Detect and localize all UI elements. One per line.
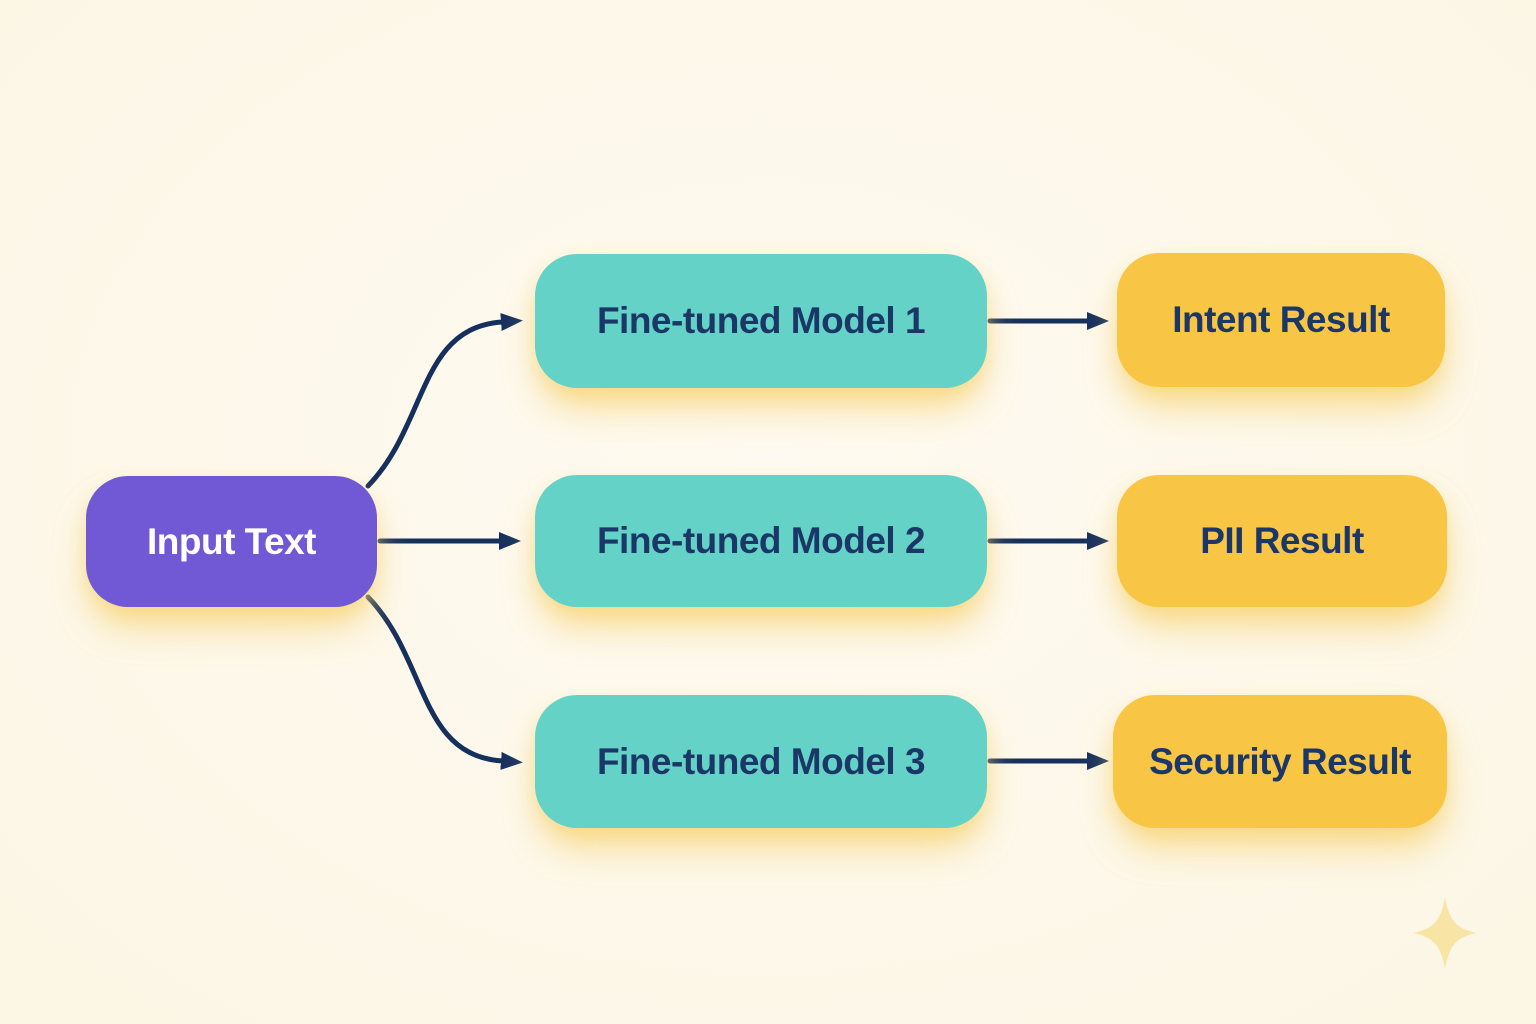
edge-input-to-model1 [365,313,523,489]
node-intent-result: Intent Result [1117,253,1445,387]
node-security-result-label: Security Result [1149,740,1411,782]
node-intent-result-label: Intent Result [1172,299,1390,340]
node-fine-tuned-model-3: Fine-tuned Model 3 [535,695,987,828]
node-input-text-label: Input Text [146,520,317,562]
node-fine-tuned-model-1-label: Fine-tuned Model 1 [596,300,926,341]
edge-input-to-model3 [365,594,523,770]
node-fine-tuned-model-2: Fine-tuned Model 2 [535,475,987,607]
node-pii-result: PII Result [1117,475,1447,607]
node-security-result: Security Result [1113,695,1447,828]
node-pii-result-label: PII Result [1200,520,1364,561]
node-fine-tuned-model-3-label: Fine-tuned Model 3 [596,740,926,782]
sparkle-icon [1413,897,1477,969]
node-fine-tuned-model-1: Fine-tuned Model 1 [535,254,987,388]
node-input-text: Input Text [86,476,377,607]
node-fine-tuned-model-2-label: Fine-tuned Model 2 [596,520,926,561]
